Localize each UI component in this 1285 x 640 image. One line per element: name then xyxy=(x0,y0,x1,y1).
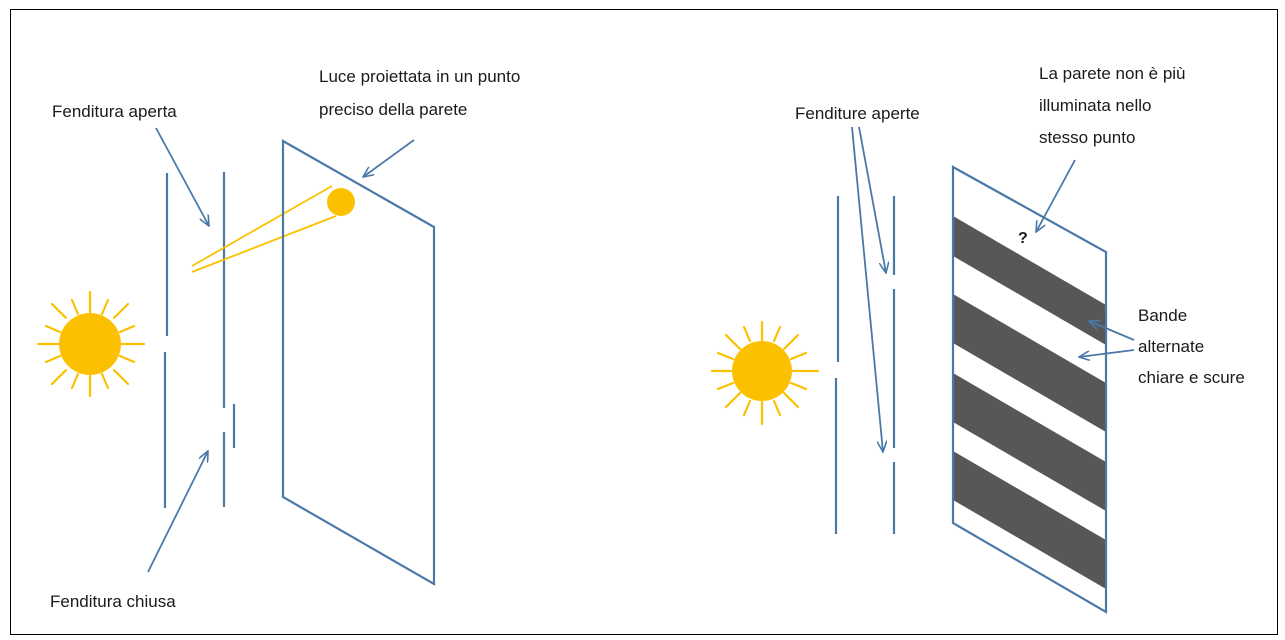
arrow-dark-band xyxy=(1079,349,1135,357)
sun-disc xyxy=(732,341,792,401)
first-barrier xyxy=(834,196,840,534)
arrow-projection xyxy=(363,139,415,177)
arrow-closed-slit xyxy=(147,451,208,573)
question-mark: ? xyxy=(1018,230,1028,247)
dark-band xyxy=(953,216,1106,345)
label-wall-line3: stesso punto xyxy=(1039,128,1136,147)
sun-icon xyxy=(710,320,820,426)
right-panel xyxy=(710,126,1135,614)
second-barrier xyxy=(222,172,236,507)
label-bands-line1: Bande xyxy=(1138,306,1188,325)
screen-wall xyxy=(281,139,436,586)
dark-band xyxy=(953,294,1106,432)
label-wall-line2: illuminata nello xyxy=(1039,96,1152,115)
sun-rays xyxy=(710,320,820,426)
label-projection-line1: Luce proiettata in un punto xyxy=(319,67,521,86)
arrow-open-slit xyxy=(155,127,209,226)
screen-wall-striped xyxy=(951,165,1108,614)
dark-band xyxy=(953,451,1106,589)
arrow-wall-point xyxy=(1036,159,1076,232)
first-barrier xyxy=(163,173,169,508)
arrow-slit-upper xyxy=(858,126,886,273)
sun-rays xyxy=(36,290,146,398)
label-wall-line1: La parete non è più xyxy=(1039,64,1186,83)
label-open-slits: Fenditure aperte xyxy=(795,104,920,123)
label-bands-line3: chiare e scure xyxy=(1138,368,1245,387)
label-projection-line2: preciso della parete xyxy=(319,100,468,119)
dark-band xyxy=(953,373,1106,511)
label-open-slit: Fenditura aperta xyxy=(52,102,177,121)
sun-disc xyxy=(59,313,121,375)
label-bands-line2: alternate xyxy=(1138,337,1205,356)
light-beam xyxy=(191,185,337,273)
left-panel xyxy=(36,127,436,586)
arrow-light-band xyxy=(1089,321,1135,341)
label-closed-slit: Fenditura chiusa xyxy=(50,592,176,611)
light-spot xyxy=(327,188,355,216)
arrow-slit-lower xyxy=(851,126,883,452)
screen-wall xyxy=(951,165,1108,614)
sun-icon xyxy=(36,290,146,398)
